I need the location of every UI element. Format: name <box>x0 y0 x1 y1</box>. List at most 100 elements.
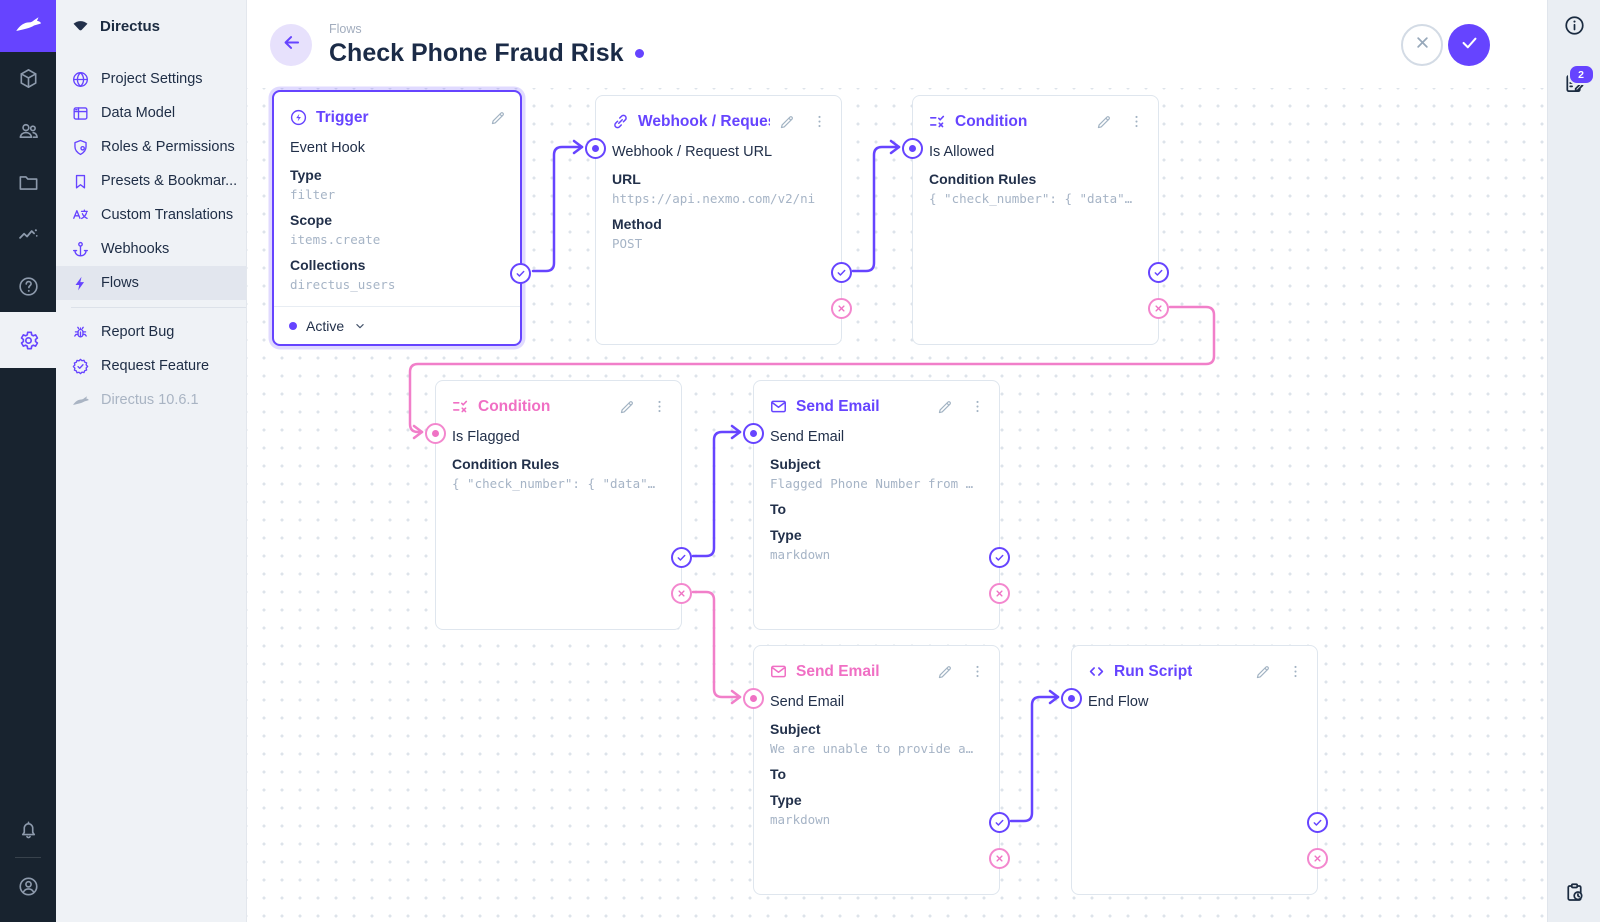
field-label: Subject <box>770 721 821 737</box>
module-files[interactable] <box>0 156 56 208</box>
field-label: Condition Rules <box>452 456 560 472</box>
rabbit-icon <box>71 391 90 410</box>
field-label: Method <box>612 216 662 232</box>
bug-icon <box>71 323 90 342</box>
flow-card-webhook[interactable]: Webhook / Request URLWebhook / Request U… <box>585 95 852 345</box>
edit-pencil-icon[interactable] <box>1095 113 1113 131</box>
anchor-icon <box>71 240 90 259</box>
module-bottom <box>0 803 56 912</box>
edit-pencil-icon[interactable] <box>618 398 636 416</box>
info-button[interactable] <box>1563 14 1586 42</box>
kebab-menu-icon[interactable] <box>969 398 986 415</box>
discard-button[interactable] <box>1401 24 1443 66</box>
notes-button[interactable]: 2 <box>1563 64 1595 100</box>
input-port[interactable] <box>425 422 446 444</box>
divider <box>15 857 41 858</box>
project-header[interactable]: Directus <box>56 0 246 52</box>
resolve-port[interactable] <box>989 546 1010 568</box>
sidebar-item-flows[interactable]: Flows <box>56 266 246 300</box>
sidebar-item-label: Roles & Permissions <box>101 139 235 155</box>
input-port[interactable] <box>902 137 923 159</box>
mail-icon <box>769 662 788 681</box>
module-settings[interactable] <box>0 312 56 368</box>
card-header: Send Email <box>769 396 986 417</box>
field-label: Condition Rules <box>929 171 1037 187</box>
edit-pencil-icon[interactable] <box>1254 663 1272 681</box>
reject-port[interactable] <box>1148 297 1169 319</box>
field-label: Type <box>770 527 802 543</box>
sidebar-item-roles-permissions[interactable]: Roles & Permissions <box>56 130 246 164</box>
breadcrumb: Flows <box>329 21 362 36</box>
module-users[interactable] <box>0 104 56 156</box>
input-port[interactable] <box>1061 687 1082 709</box>
back-button[interactable] <box>270 24 312 66</box>
operation-name: Send Email <box>770 694 845 710</box>
resolve-port[interactable] <box>989 811 1010 833</box>
input-port[interactable] <box>743 687 764 709</box>
sidebar-item-custom-translations[interactable]: Custom Translations <box>56 198 246 232</box>
field-value: markdown <box>770 812 831 827</box>
field-value: We are unable to provide a… <box>770 741 974 756</box>
reject-port[interactable] <box>671 582 692 604</box>
edit-pencil-icon[interactable] <box>936 398 954 416</box>
kebab-menu-icon[interactable] <box>651 398 668 415</box>
sidebar-item-webhooks[interactable]: Webhooks <box>56 232 246 266</box>
field-value: directus_users <box>290 277 396 292</box>
chevron-down-icon <box>353 319 367 333</box>
kebab-menu-icon[interactable] <box>811 113 828 130</box>
directus-logo[interactable] <box>0 0 56 52</box>
sidebar-item-request-feature[interactable]: Request Feature <box>56 349 246 383</box>
reject-port[interactable] <box>1307 847 1328 869</box>
sidebar-item-label: Project Settings <box>101 71 203 87</box>
sidebar-item-presets-bookmar[interactable]: Presets & Bookmar... <box>56 164 246 198</box>
edit-pencil-icon[interactable] <box>936 663 954 681</box>
reject-port[interactable] <box>831 297 852 319</box>
card-body: End Flow <box>1072 682 1317 712</box>
resolve-port[interactable] <box>510 262 531 284</box>
module-account[interactable] <box>0 860 56 912</box>
sidebar-item-report-bug[interactable]: Report Bug <box>56 315 246 349</box>
field-value: markdown <box>770 547 831 562</box>
edit-pencil-icon[interactable] <box>778 113 796 131</box>
resolve-port[interactable] <box>831 261 852 283</box>
reject-port[interactable] <box>989 582 1010 604</box>
trigger-status-toggle[interactable]: Active <box>274 306 520 344</box>
module-notifications[interactable] <box>0 803 56 855</box>
kebab-menu-icon[interactable] <box>1128 113 1145 130</box>
resolve-port[interactable] <box>1148 261 1169 283</box>
input-port[interactable] <box>743 422 764 444</box>
revisions-button[interactable] <box>1548 881 1600 909</box>
kebab-menu-icon[interactable] <box>1287 663 1304 680</box>
input-port[interactable] <box>585 137 606 159</box>
module-content[interactable] <box>0 52 56 104</box>
module-insights[interactable] <box>0 208 56 260</box>
folder-icon <box>17 171 40 194</box>
right-rail: 2 <box>1547 0 1600 922</box>
rule-icon <box>928 112 947 131</box>
sidebar-item-project-settings[interactable]: Project Settings <box>56 62 246 96</box>
kebab-menu-icon[interactable] <box>969 663 986 680</box>
resolve-port[interactable] <box>671 546 692 568</box>
reject-port[interactable] <box>989 847 1010 869</box>
sidebar-item-data-model[interactable]: Data Model <box>56 96 246 130</box>
save-button[interactable] <box>1448 24 1490 66</box>
sidebar-item-label: Report Bug <box>101 324 175 340</box>
globe-icon <box>71 70 90 89</box>
resolve-port[interactable] <box>1307 811 1328 833</box>
edit-pencil-icon[interactable] <box>489 109 507 127</box>
card-header: Condition <box>451 396 668 417</box>
field-value: items.create <box>290 232 381 247</box>
user-circle-icon <box>17 875 40 898</box>
module-help[interactable] <box>0 260 56 312</box>
